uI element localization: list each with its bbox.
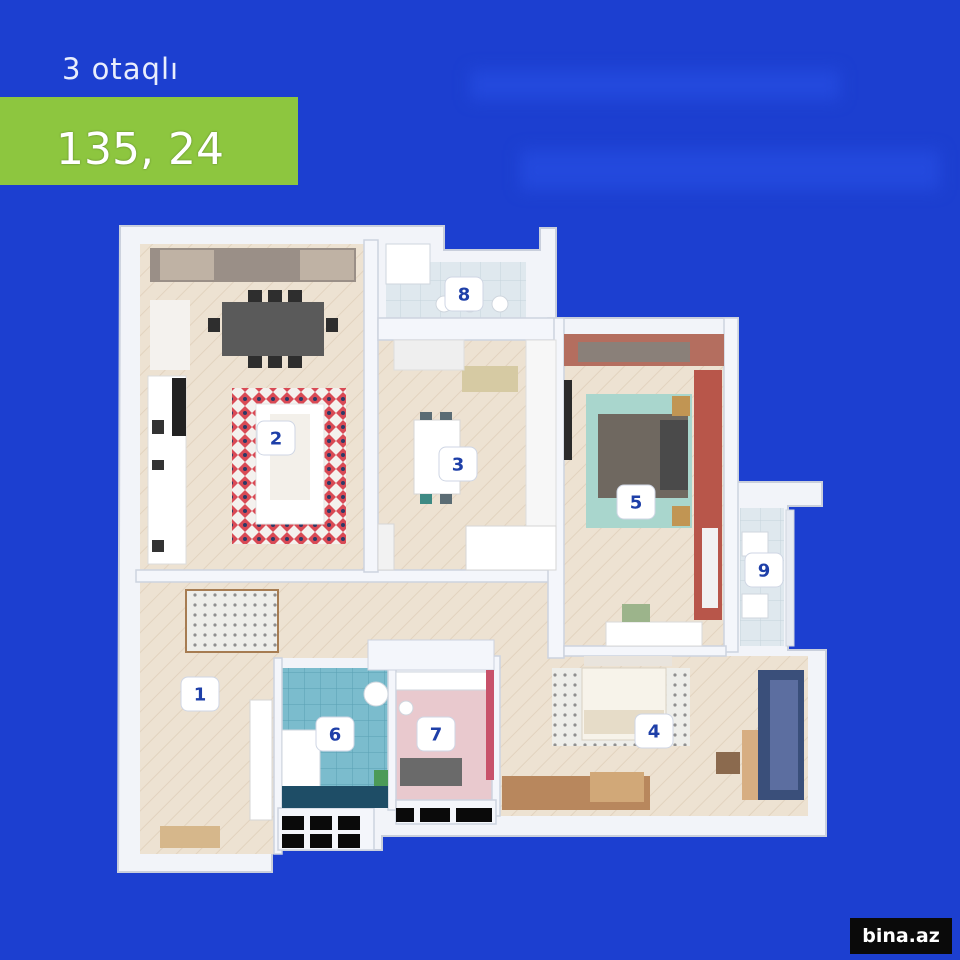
bathroom-7-fixtures — [395, 670, 494, 822]
room-marker-badge — [416, 716, 456, 752]
hallway-furniture — [160, 589, 495, 848]
watermark-logo[interactable]: bina.az — [850, 918, 952, 954]
balcony-9-furniture — [741, 509, 795, 647]
room-number-label: 6 — [329, 725, 342, 746]
room-number-label: 5 — [630, 493, 643, 514]
room-number-label: 2 — [270, 429, 283, 450]
room-number-label: 1 — [194, 685, 207, 706]
living-room-furniture — [147, 248, 356, 565]
room-number-label: 9 — [758, 561, 771, 582]
room-count-label: 3 otaqlı — [62, 52, 180, 86]
room-marker-badge — [744, 552, 784, 588]
room-marker-5[interactable]: 5 — [616, 484, 656, 520]
header-glow-band-2 — [520, 150, 940, 190]
room-marker-badge — [256, 420, 296, 456]
room-marker-7[interactable]: 7 — [416, 716, 456, 752]
room-marker-badge — [180, 676, 220, 712]
room-marker-9[interactable]: 9 — [744, 552, 784, 588]
room-marker-badge — [438, 446, 478, 482]
room-marker-badge — [444, 276, 484, 312]
room-marker-badge — [616, 484, 656, 520]
room-marker-6[interactable]: 6 — [315, 716, 355, 752]
area-banner — [0, 97, 298, 185]
room-number-label: 8 — [458, 285, 471, 306]
kitchen-furniture — [377, 339, 557, 571]
room-marker-8[interactable]: 8 — [444, 276, 484, 312]
area-value: 135, 24 — [56, 124, 224, 175]
room-marker-3[interactable]: 3 — [438, 446, 478, 482]
room-number-label: 3 — [452, 455, 465, 476]
bathroom-6-fixtures — [281, 681, 389, 848]
bedroom-5-furniture — [564, 334, 724, 647]
room-marker-1[interactable]: 1 — [180, 676, 220, 712]
header-glow-band — [470, 70, 840, 100]
room-marker-badge — [634, 713, 674, 749]
room-number-label: 4 — [648, 722, 661, 743]
room-number-label: 7 — [430, 725, 443, 746]
room-marker-2[interactable]: 2 — [256, 420, 296, 456]
room-marker-badge — [315, 716, 355, 752]
room-marker-4[interactable]: 4 — [634, 713, 674, 749]
